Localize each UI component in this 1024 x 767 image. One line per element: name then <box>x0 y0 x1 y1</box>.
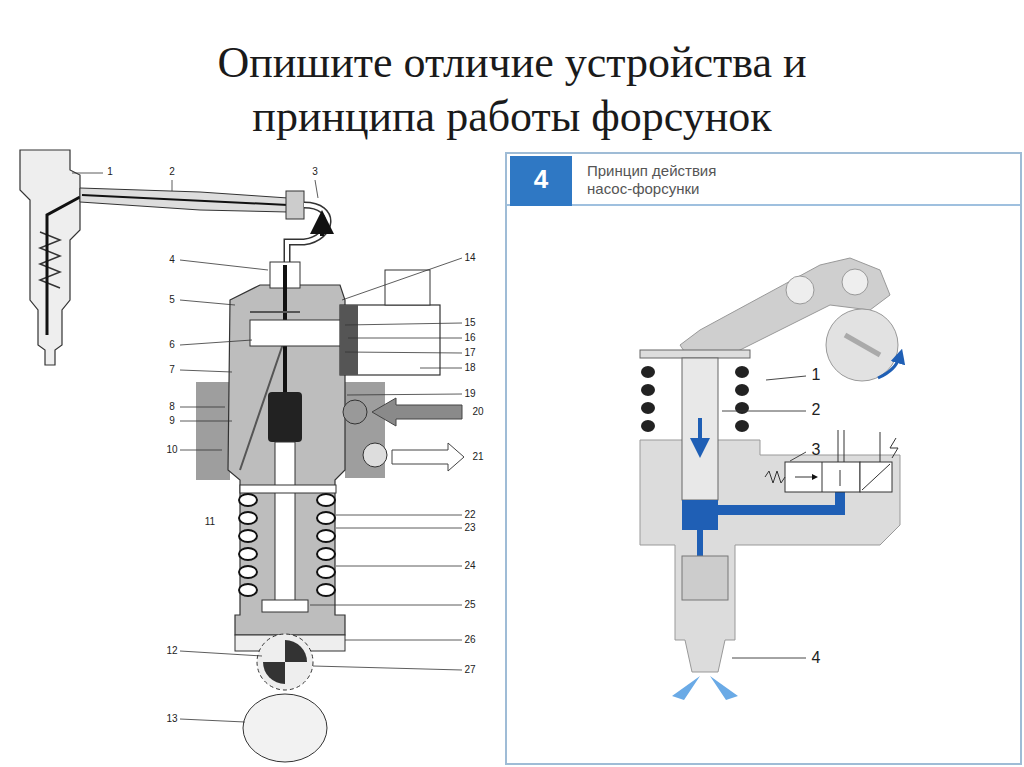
callout-number: 3 <box>312 167 318 177</box>
callout-number: 7 <box>169 365 175 375</box>
callout-number: 17 <box>464 348 475 358</box>
callout-number: 2 <box>169 167 175 177</box>
callout-number: 21 <box>472 452 483 462</box>
callout-number: 26 <box>464 635 475 645</box>
callout-number: 25 <box>464 600 475 610</box>
callout-number: 12 <box>166 646 177 656</box>
callout-number: 9 <box>169 416 175 426</box>
callout-number: 1 <box>812 367 821 383</box>
figure-number: 4 <box>510 156 572 202</box>
callout-number: 18 <box>464 363 475 373</box>
figure-number-badge: 4 <box>510 156 572 206</box>
callout-number: 11 <box>205 517 215 527</box>
figure-panel: Принцип действия насос-форсунки 4 <box>505 152 1022 765</box>
callout-number: 1 <box>107 167 113 177</box>
callout-number: 4 <box>812 650 821 666</box>
callout-number: 3 <box>812 442 821 458</box>
callout-number: 16 <box>464 333 475 343</box>
callout-number: 4 <box>169 255 175 265</box>
callout-number: 15 <box>464 318 475 328</box>
callout-number: 19 <box>464 389 475 399</box>
callout-number: 14 <box>464 253 475 263</box>
callout-number: 8 <box>169 402 175 412</box>
callout-number: 22 <box>464 510 475 520</box>
callout-number: 13 <box>166 714 177 724</box>
callout-number: 20 <box>472 407 483 417</box>
callout-number: 2 <box>812 402 821 418</box>
callout-number: 27 <box>464 665 475 675</box>
callout-number: 24 <box>464 561 475 571</box>
callout-number: 5 <box>169 295 175 305</box>
callout-number: 6 <box>169 340 175 350</box>
callout-number: 10 <box>166 445 177 455</box>
callout-number: 23 <box>464 523 475 533</box>
panel-heading: Принцип действия насос-форсунки <box>587 162 757 198</box>
slide-title: Опишите отличие устройства и принципа ра… <box>172 36 852 144</box>
